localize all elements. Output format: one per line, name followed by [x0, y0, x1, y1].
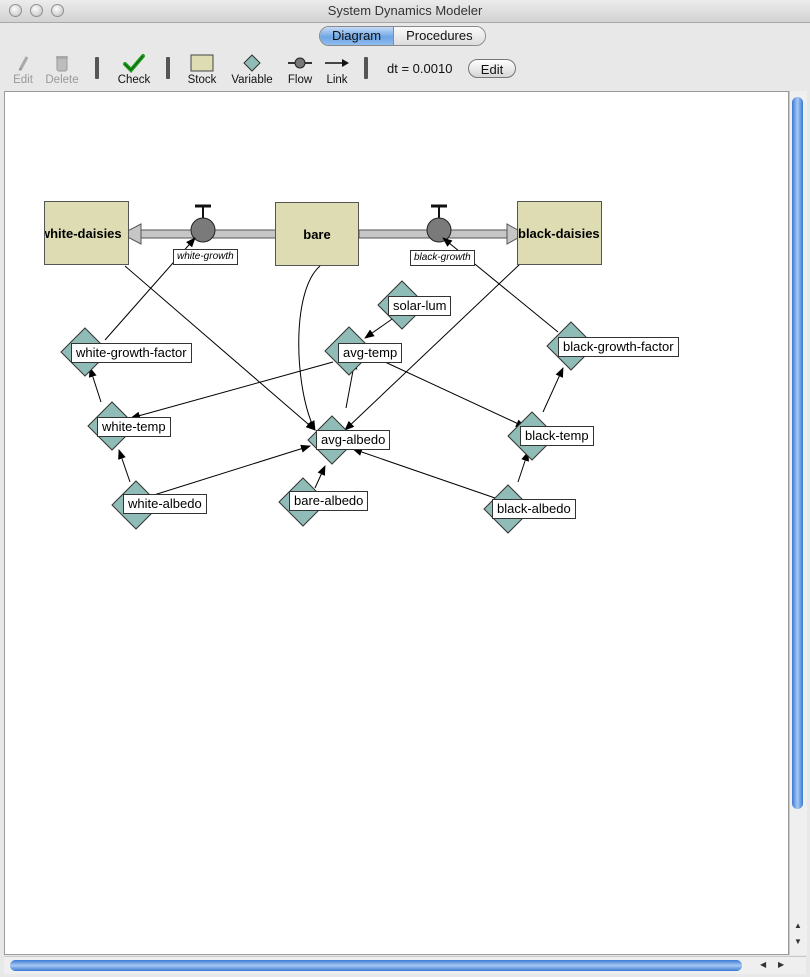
flow-label-white-growth[interactable]: white-growth	[173, 249, 238, 265]
close-window-button[interactable]	[9, 4, 22, 17]
trash-icon	[44, 52, 80, 74]
vertical-scrollbar[interactable]: ▲ ▼	[789, 91, 807, 955]
zoom-window-button[interactable]	[51, 4, 64, 17]
flow-valve-icon	[285, 52, 315, 74]
variable-diamond-icon	[228, 52, 276, 74]
link-tool-button[interactable]: Link	[322, 52, 352, 86]
check-tool-label: Check	[117, 74, 151, 86]
variable-tool-button[interactable]: Variable	[228, 52, 276, 86]
horizontal-scroll-thumb[interactable]	[10, 960, 742, 971]
diagram-links	[60, 204, 596, 534]
flow-tool-label: Flow	[287, 74, 313, 86]
valve-white-growth[interactable]	[190, 204, 216, 243]
minimize-window-button[interactable]	[30, 4, 43, 17]
dt-edit-button[interactable]: Edit	[468, 59, 516, 78]
toolbar-separator	[166, 57, 170, 79]
variable-black-albedo[interactable]: black-albedo	[492, 499, 576, 519]
variable-tool-label: Variable	[231, 74, 273, 86]
stock-bare[interactable]: bare	[275, 202, 359, 266]
delete-tool-button[interactable]: Delete	[44, 52, 80, 86]
variable-white-temp[interactable]: white-temp	[97, 417, 171, 437]
tab-procedures[interactable]: Procedures	[393, 27, 485, 45]
variable-white-albedo[interactable]: white-albedo	[123, 494, 207, 514]
window-title: System Dynamics Modeler	[327, 3, 483, 18]
toolbar-separator	[95, 57, 99, 79]
checkmark-icon	[114, 52, 154, 74]
stock-tool-button[interactable]: Stock	[184, 52, 220, 86]
edit-tool-button[interactable]: Edit	[9, 52, 37, 86]
stock-label: white-daisies	[44, 225, 122, 241]
stock-black-daisies[interactable]: black-daisies	[517, 201, 602, 265]
variable-white-growth-factor[interactable]: white-growth-factor	[71, 343, 192, 363]
stock-white-daisies[interactable]: white-daisies	[44, 201, 129, 265]
tab-diagram[interactable]: Diagram	[320, 27, 394, 45]
variable-avg-temp[interactable]: avg-temp	[338, 343, 403, 363]
stock-label: black-daisies	[518, 225, 600, 241]
toolbar-separator	[364, 57, 368, 79]
title-bar: System Dynamics Modeler	[0, 0, 810, 23]
stock-label: bare	[303, 226, 331, 242]
scroll-down-arrow-icon[interactable]: ▼	[794, 937, 802, 946]
view-tabs: Diagram Procedures	[319, 26, 486, 46]
scroll-up-arrow-icon[interactable]: ▲	[794, 921, 802, 930]
variable-black-temp[interactable]: black-temp	[520, 426, 594, 446]
delete-tool-label: Delete	[45, 74, 79, 86]
edit-tool-label: Edit	[13, 74, 33, 86]
toolbar: Edit Delete Check Stock Variable Flow	[0, 47, 810, 91]
flow-label-black-growth[interactable]: black-growth	[410, 250, 475, 266]
diagram-canvas[interactable]: white-daisies bare black-daisies white-g…	[4, 91, 789, 955]
link-tool-label: Link	[326, 74, 348, 86]
stock-icon	[184, 52, 220, 74]
vertical-scroll-thumb[interactable]	[792, 97, 803, 809]
variable-bare-albedo[interactable]: bare-albedo	[289, 491, 369, 511]
arrow-right-icon	[322, 52, 352, 74]
variable-avg-albedo[interactable]: avg-albedo	[316, 430, 391, 450]
scroll-right-arrow-icon[interactable]: ▶	[778, 960, 785, 969]
scroll-left-arrow-icon[interactable]: ◀	[760, 960, 767, 969]
flow-tool-button[interactable]: Flow	[285, 52, 315, 86]
stock-tool-label: Stock	[187, 74, 217, 86]
variable-solar-lum[interactable]: solar-lum	[388, 296, 452, 316]
pencil-icon	[9, 52, 37, 74]
variable-black-growth-factor[interactable]: black-growth-factor	[558, 337, 679, 357]
dt-readout: dt = 0.0010	[387, 61, 453, 76]
valve-black-growth[interactable]	[426, 204, 452, 243]
check-tool-button[interactable]: Check	[114, 52, 154, 86]
horizontal-scrollbar[interactable]: ◀ ▶	[4, 956, 806, 974]
